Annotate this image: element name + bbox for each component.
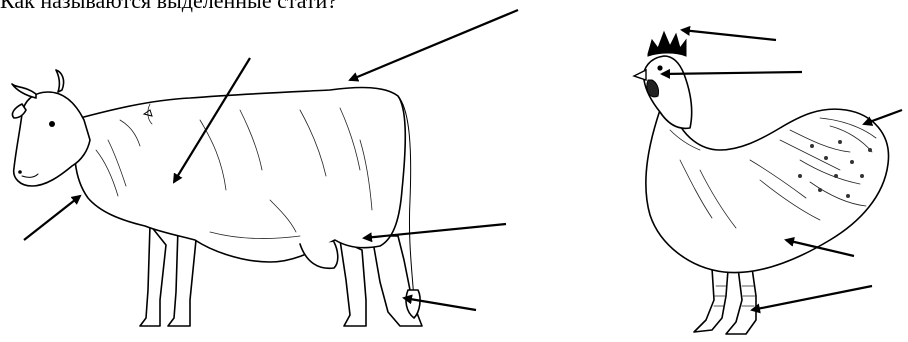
rooster-drawing (634, 32, 889, 334)
cow-arrow-back (350, 10, 518, 80)
cow-body (75, 88, 406, 262)
rooster-beak (634, 70, 646, 80)
rooster-leg-left (694, 268, 728, 332)
rooster-eye (657, 65, 662, 70)
cow-horn-right (56, 70, 64, 92)
cow-front-leg-left (140, 225, 166, 326)
cow-arrow-dewlap (24, 196, 80, 240)
cow-front-leg-right (168, 228, 196, 326)
cow-drawing (12, 70, 422, 326)
cow-hind-leg-left (340, 240, 366, 326)
cow-nostril (18, 170, 22, 174)
rooster-leg-right (726, 268, 756, 334)
rooster-body (646, 109, 889, 272)
rooster-comb (648, 32, 686, 56)
cow-eye (49, 121, 55, 127)
cow-udder (300, 242, 338, 268)
rooster-arrow-wing (864, 110, 902, 124)
cow-horn-left (12, 84, 36, 98)
rooster-arrow-shank (752, 286, 872, 310)
rooster-arrow-comb (682, 30, 776, 40)
